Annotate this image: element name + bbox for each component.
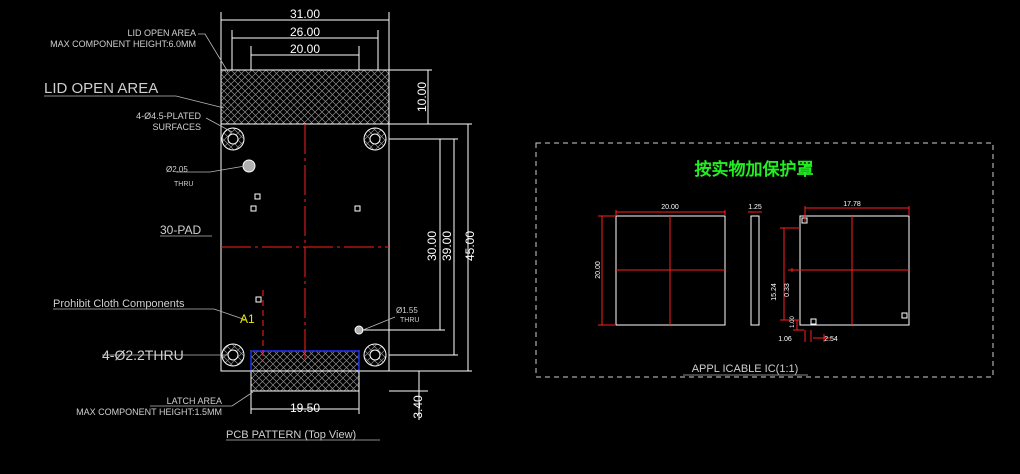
leaders	[44, 33, 396, 441]
dim-r-h20: 20.00	[595, 261, 602, 279]
mounting-hole-bl	[221, 343, 245, 367]
dim-r-w1778: 17.78	[843, 201, 861, 208]
board-outline	[220, 69, 390, 372]
mounting-hole-br	[363, 343, 387, 367]
pad	[255, 296, 262, 303]
dim-45: 45.00	[463, 231, 477, 261]
label-a1: A1	[240, 312, 255, 326]
label-latch-2: MAX COMPONENT HEIGHT:1.5MM	[76, 407, 222, 417]
dim-r-t125: 1.25	[748, 204, 762, 211]
label-lid-open-big: LID OPEN AREA	[44, 80, 158, 97]
caption-pcb-pattern: PCB PATTERN (Top View)	[226, 429, 356, 441]
dim-r-h100: 1.00	[790, 316, 796, 328]
dim-31: 31.00	[290, 7, 320, 21]
dim-r-w20: 20.00	[661, 204, 679, 211]
dim-r-h1524: 15.24	[771, 283, 778, 301]
pad	[254, 193, 261, 200]
pad	[354, 205, 361, 212]
label-prohibit: Prohibit Cloth Components	[53, 298, 185, 310]
dim-39: 39.00	[440, 231, 454, 261]
dashed-frame	[535, 142, 994, 378]
ic-side-view	[750, 215, 760, 326]
lid-open-hatch	[220, 69, 390, 125]
label-lid-open-1: LID OPEN AREA	[127, 28, 196, 38]
dim-r-w106: 1.06	[778, 336, 792, 343]
label-thru-holes: 4-Ø2.2THRU	[102, 347, 184, 363]
label-hole-a: Ø2.05	[166, 165, 188, 174]
dim-20: 20.00	[290, 42, 320, 56]
caption-applicable-ic: APPL ICABLE IC(1:1)	[692, 363, 799, 375]
pcb-pattern-view: 31.00 26.00 20.00 10.00 30.00 39.00 45.0…	[44, 7, 477, 441]
dim-30: 30.00	[425, 231, 439, 261]
label-pad: 30-PAD	[160, 223, 201, 237]
label-latch-1: LATCH AREA	[167, 396, 222, 406]
label-hole-b: Ø1.55	[396, 306, 418, 315]
hole-1-55	[354, 325, 364, 335]
dim-26: 26.00	[290, 25, 320, 39]
pad	[250, 205, 257, 212]
dim-10: 10.00	[415, 82, 429, 112]
dim-19-5: 19.50	[290, 401, 320, 415]
applicable-ic-view: 按实物加保护罩 20.00 20.00 1.25	[535, 142, 994, 378]
label-plated-1: 4-Ø4.5-PLATED	[136, 111, 201, 121]
label-lid-open-2: MAX COMPONENT HEIGHT:6.0MM	[50, 39, 196, 49]
title-cn: 按实物加保护罩	[695, 159, 814, 179]
mounting-hole-tr	[363, 127, 387, 151]
label-hole-a-thru: THRU	[174, 181, 193, 188]
mounting-hole-tl	[221, 127, 245, 151]
label-plated-2: SURFACES	[152, 122, 201, 132]
dim-r-h033: 0.33	[784, 283, 791, 297]
dim-3-4: 3.40	[411, 395, 425, 419]
dim-r-w254: 2.54	[824, 336, 838, 343]
label-hole-b-thru: THRU	[400, 317, 419, 324]
dim-right	[362, 69, 472, 420]
